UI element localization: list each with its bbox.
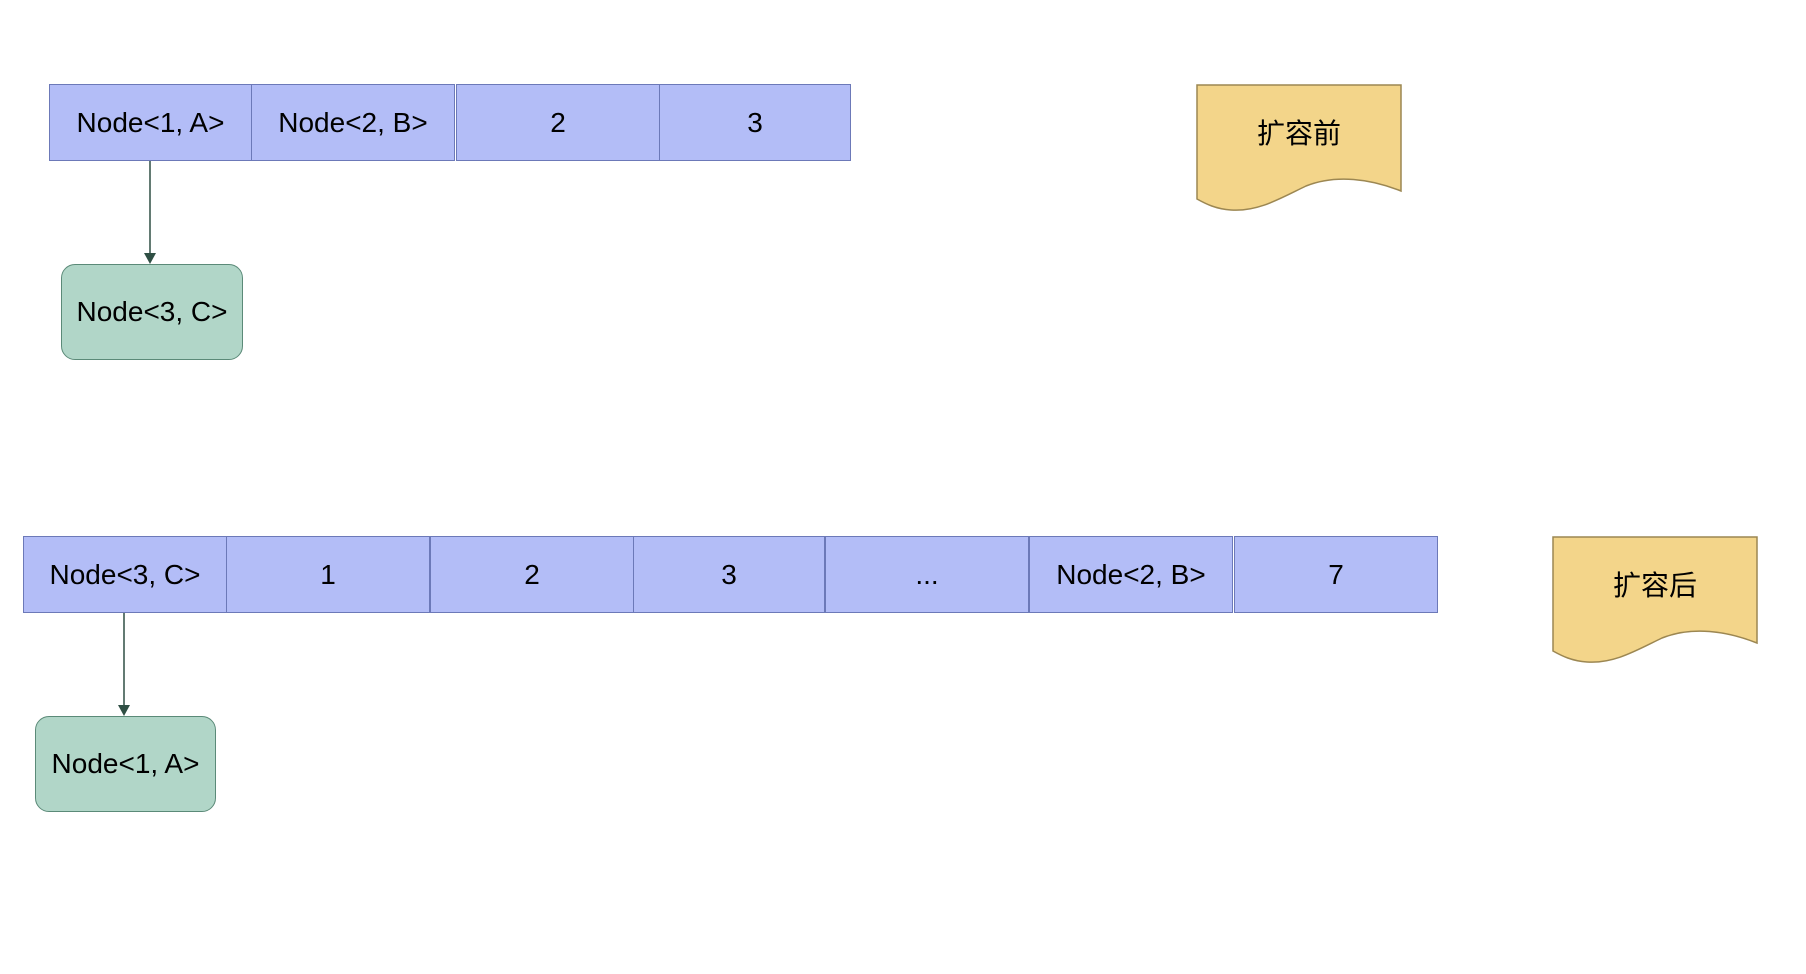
before-connector-arrow [144, 161, 156, 264]
document-shape-icon [1196, 84, 1402, 211]
after-array-cell-1: 1 [226, 536, 430, 613]
before-array-cell-0: Node<1, A> [49, 84, 252, 161]
after-caption-doc: 扩容后 [1552, 536, 1758, 664]
after-array-cell-0: Node<3, C> [23, 536, 227, 613]
after-chained-node: Node<1, A> [35, 716, 216, 812]
before-array-cell-2: 2 [456, 84, 660, 161]
after-caption-label: 扩容后 [1612, 569, 1697, 602]
after-array-cell-4: ... [825, 536, 1029, 613]
before-caption-label: 扩容前 [1256, 117, 1341, 150]
after-array-cell-2: 2 [430, 536, 634, 613]
before-array-cell-3: 3 [659, 84, 851, 161]
before-chained-node: Node<3, C> [61, 264, 243, 360]
before-array-cell-1: Node<2, B> [251, 84, 455, 161]
after-array-cell-3: 3 [633, 536, 825, 613]
after-connector-arrow [118, 613, 130, 716]
before-caption-doc: 扩容前 [1196, 84, 1402, 212]
after-array-cell-5: Node<2, B> [1029, 536, 1233, 613]
after-array-cell-6: 7 [1234, 536, 1438, 613]
document-shape-icon [1552, 536, 1758, 663]
